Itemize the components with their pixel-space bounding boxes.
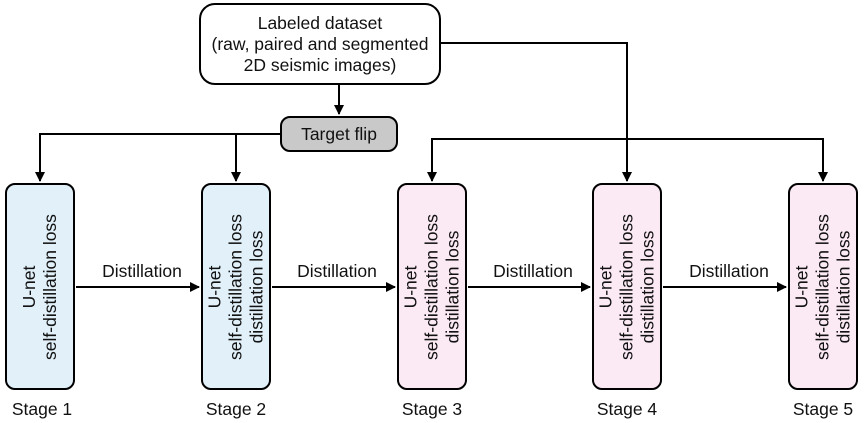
stage-4-line-self-distillation: self-distillation loss — [616, 213, 637, 360]
stage-5-line-distillation: distillation loss — [833, 230, 854, 343]
stage-2-label: Stage 2 — [205, 399, 267, 419]
stage-1-line-self-distillation: self-distillation loss — [40, 213, 60, 360]
stage-1-label: Stage 1 — [11, 399, 73, 419]
distillation-label-1: Distillation — [102, 261, 182, 281]
target-flip-label: Target flip — [301, 123, 377, 144]
stage-4-label: Stage 4 — [596, 399, 658, 419]
line-dataset-right — [441, 42, 632, 182]
stage-4-box: U-net self-distillation loss distillatio… — [592, 183, 662, 390]
stage-5-line-self-distillation: self-distillation loss — [812, 213, 833, 360]
stage-3-label: Stage 3 — [401, 399, 463, 419]
stage-3-box: U-net self-distillation loss distillatio… — [397, 183, 467, 390]
stage-4-line-distillation: distillation loss — [637, 230, 658, 343]
stage-3-line-self-distillation: self-distillation loss — [421, 213, 442, 360]
stage-1-line-unet: U-net — [19, 265, 39, 308]
stage-3-line-unet: U-net — [400, 265, 421, 308]
labeled-dataset-box: Labeled dataset (raw, paired and segment… — [199, 3, 441, 85]
stage-4-line-unet: U-net — [595, 265, 616, 308]
dataset-line2: (raw, paired and segmented — [211, 33, 429, 54]
stage-5-line-unet: U-net — [791, 265, 812, 308]
stage-2-line-unet: U-net — [204, 265, 225, 308]
target-flip-box: Target flip — [280, 116, 398, 152]
dataset-title: Labeled dataset — [257, 12, 383, 33]
stage-2-line-self-distillation: self-distillation loss — [225, 213, 246, 360]
stage-1-box: U-net self-distillation loss — [5, 183, 75, 390]
stage-5-box: U-net self-distillation loss distillatio… — [788, 183, 858, 390]
dataset-line3: 2D seismic images) — [243, 54, 397, 75]
distillation-label-3: Distillation — [493, 261, 573, 281]
stage-2-box: U-net self-distillation loss distillatio… — [201, 183, 271, 390]
stage-5-label: Stage 5 — [792, 399, 854, 419]
stage-2-line-distillation: distillation loss — [246, 230, 267, 343]
stage-3-line-distillation: distillation loss — [442, 230, 463, 343]
distillation-label-2: Distillation — [297, 261, 377, 281]
line-flip-branch — [35, 133, 280, 182]
distillation-label-4: Distillation — [689, 261, 769, 281]
